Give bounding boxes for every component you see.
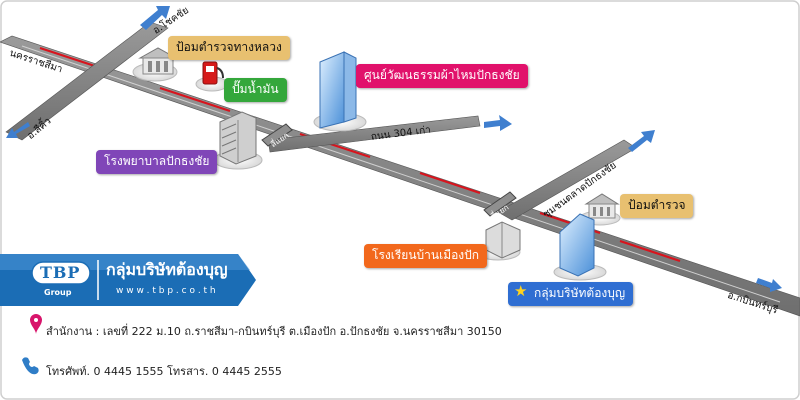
logo-url: w w w . t b p . c o . t h: [116, 286, 216, 296]
junction-marker-2: [483, 191, 517, 217]
arrow-chokchai: [140, 6, 170, 30]
label-police-box-highway: ป้อมตำรวจทางหลวง: [168, 36, 290, 60]
hospital-building-icon: [219, 111, 257, 165]
label-silk-center: ศูนย์วัฒนธรรมผ้าไหมปักธงชัย: [356, 64, 528, 88]
phone-text: โทรศัพท์. 0 4445 1555 โทรสาร. 0 4445 255…: [46, 365, 282, 378]
police-building-icon: [138, 47, 178, 75]
logo-sub: Group: [44, 288, 72, 297]
label-police-box: ป้อมตำรวจ: [620, 194, 694, 218]
tower-building-icon: [319, 51, 357, 129]
road-304: [267, 115, 481, 153]
label-school: โรงเรียนบ้านเมืองปัก: [364, 244, 488, 268]
cross-road-1: [5, 21, 169, 141]
arrow-304: [484, 115, 512, 131]
main-road: [0, 35, 800, 317]
arrow-sikhio: [6, 122, 30, 138]
logo-name: กลุ่มบริษัทต้องบุญ: [106, 260, 228, 279]
address-text: สำนักงาน : เลขที่ 222 ม.10 ถ.ราชสีมา-กบิ…: [46, 325, 502, 338]
police-building-icon: [584, 193, 620, 219]
gas-pump-icon: [202, 61, 224, 85]
label-company: ★ กลุ่มบริษัทต้องบุญ: [508, 282, 634, 306]
company-label-text: กลุ่มบริษัทต้องบุญ: [534, 286, 626, 300]
school-building-icon: [485, 221, 521, 259]
company-building-icon: [559, 213, 595, 277]
arrow-kabin: [756, 278, 782, 292]
label-hospital: โรงพยาบาลปักธงชัย: [96, 150, 218, 174]
logo-ribbon: [0, 254, 256, 306]
direction-arrows: [6, 6, 782, 292]
junction-marker-1: [261, 123, 293, 147]
label-gas-station: ปั๊มน้ำมัน: [224, 78, 287, 102]
logo-mark: TBP: [40, 263, 81, 282]
phone-icon: [22, 357, 39, 375]
map-pin-icon: [30, 314, 42, 334]
star-icon: ★: [514, 282, 528, 300]
arrow-chumchon: [628, 130, 655, 152]
